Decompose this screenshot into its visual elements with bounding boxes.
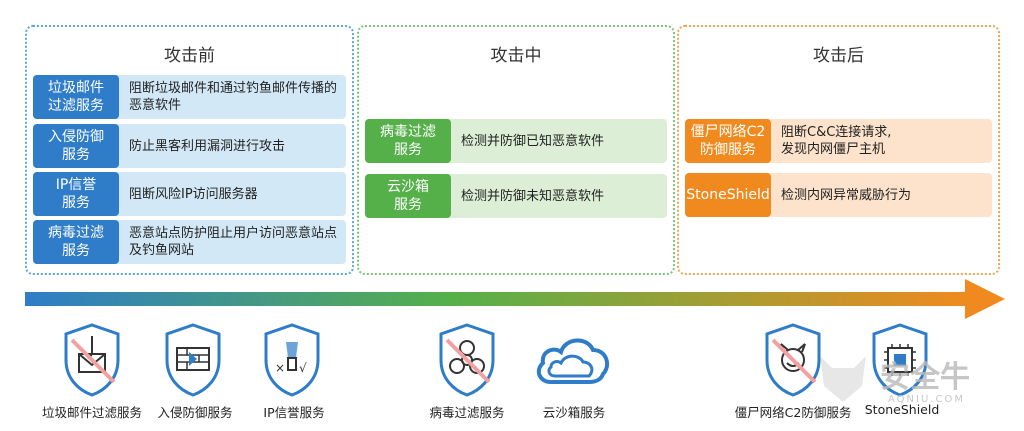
stage-after-title: 攻击后	[813, 46, 864, 66]
service-tag: IP信誉 服务	[33, 172, 119, 216]
service-row: 病毒过滤 服务 检测并防御已知恶意软件	[365, 119, 667, 163]
timeline-arrow	[25, 279, 1005, 319]
service-tag: 垃圾邮件 过滤服务	[33, 75, 119, 119]
service-row: IP信誉 服务 阻断风险IP访问服务器	[33, 172, 346, 216]
cloud-icon	[536, 338, 610, 384]
stage-before-title: 攻击前	[164, 46, 215, 66]
icon-label: 垃圾邮件过滤服务	[41, 405, 143, 420]
service-desc: 阻断垃圾邮件和通过钓鱼邮件传播的恶意软件	[129, 81, 338, 113]
service-desc: 恶意站点防护阻止用户访问恶意站点及钓鱼网站	[129, 226, 338, 258]
service-tag: 入侵防御 服务	[33, 124, 119, 168]
service-desc: 检测并防御未知恶意软件	[461, 188, 605, 204]
svg-text:√: √	[299, 361, 307, 375]
service-desc: 检测并防御已知恶意软件	[461, 133, 605, 149]
stage-after-panel: 攻击后 僵尸网络C2 防御服务 阻断C&C连接请求, 发现内网僵尸主机 Ston…	[677, 25, 1000, 275]
icon-label: StoneShield	[864, 402, 940, 417]
icon-label: 僵尸网络C2防御服务	[734, 405, 852, 420]
firewall-shield-icon	[165, 323, 221, 397]
watermark-logo-icon	[820, 356, 866, 402]
devil-shield-icon	[765, 323, 821, 397]
service-row: 入侵防御 服务 防止黑客利用漏洞进行攻击	[33, 124, 346, 168]
icon-label: 病毒过滤服务	[429, 405, 505, 420]
icon-label: IP信誉服务	[263, 405, 325, 420]
service-tag: 病毒过滤 服务	[33, 220, 119, 264]
service-row: 僵尸网络C2 防御服务 阻断C&C连接请求, 发现内网僵尸主机	[685, 119, 992, 163]
service-desc: 检测内网异常威胁行为	[781, 187, 912, 203]
service-tag: 云沙箱 服务	[365, 174, 451, 218]
service-row: StoneShield 检测内网异常威胁行为	[685, 173, 992, 217]
stage-during-panel: 攻击中 病毒过滤 服务 检测并防御已知恶意软件 云沙箱 服务 检测并防御未知恶意…	[357, 25, 675, 275]
ip-reputation-shield-icon: × √	[264, 323, 320, 397]
service-desc: 防止黑客利用漏洞进行攻击	[129, 138, 286, 154]
biohazard-shield-icon	[439, 323, 495, 397]
icon-label: 入侵防御服务	[157, 405, 233, 420]
service-row: 云沙箱 服务 检测并防御未知恶意软件	[365, 174, 667, 218]
service-row: 垃圾邮件 过滤服务 阻断垃圾邮件和通过钓鱼邮件传播的恶意软件	[33, 75, 346, 119]
stage-during-title: 攻击中	[490, 46, 542, 66]
service-desc: 阻断C&C连接请求, 发现内网僵尸主机	[781, 125, 892, 157]
watermark-text: 安全牛	[880, 360, 970, 395]
stage-before-panel: 攻击前 垃圾邮件 过滤服务 阻断垃圾邮件和通过钓鱼邮件传播的恶意软件 入侵防御 …	[25, 25, 354, 275]
chip-shield-icon	[872, 323, 928, 397]
service-tag: StoneShield	[685, 173, 771, 217]
service-tag: 病毒过滤 服务	[365, 119, 451, 163]
mail-filter-shield-icon	[64, 323, 120, 397]
service-row: 病毒过滤 服务 恶意站点防护阻止用户访问恶意站点及钓鱼网站	[33, 220, 346, 264]
svg-text:×: ×	[275, 361, 285, 375]
icon-label: 云沙箱服务	[542, 405, 606, 420]
service-desc: 阻断风险IP访问服务器	[129, 186, 258, 202]
service-tag: 僵尸网络C2 防御服务	[685, 119, 771, 163]
watermark-sub: AQNIU.COM	[888, 394, 965, 405]
